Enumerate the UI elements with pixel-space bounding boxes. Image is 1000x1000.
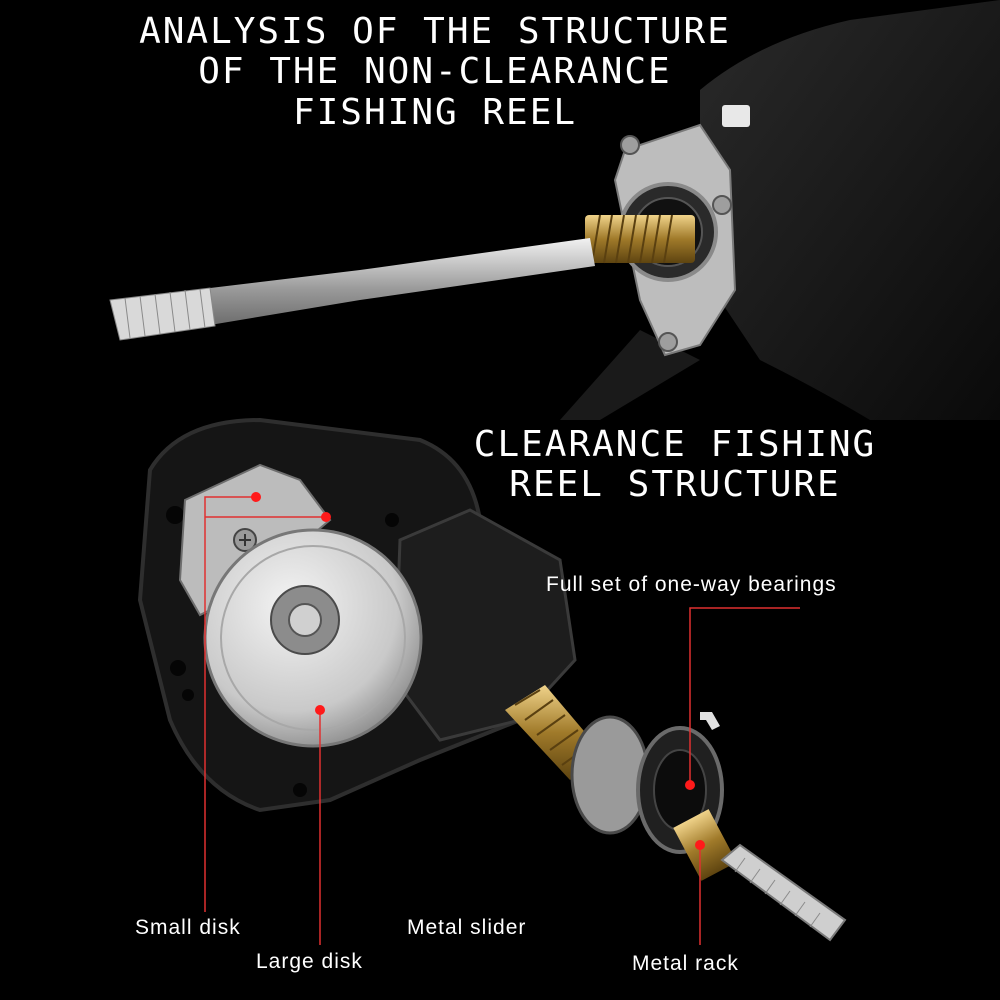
flange-screw-icon [620, 135, 640, 155]
flange-screw-icon [712, 195, 732, 215]
callout-one-way-bearings: Full set of one-way bearings [546, 573, 837, 596]
top-heading-line: ANALYSIS OF THE STRUCTURE [139, 11, 731, 52]
side-plate-holes [166, 506, 399, 797]
marker-small-disk [251, 492, 261, 502]
callout-metal-slider: Metal slider [407, 916, 527, 939]
marker-metal-slider [321, 512, 331, 522]
top-reel-photo [109, 0, 1000, 420]
callout-small-disk: Small disk [135, 916, 241, 939]
callout-metal-rack: Metal rack [632, 952, 739, 975]
rack-knurl-lines [734, 857, 821, 928]
top-heading-line: OF THE NON-CLEARANCE [198, 51, 672, 93]
top-shaft-knurl [109, 287, 216, 341]
top-brass-thread [585, 215, 695, 263]
top-heading-line: FISHING REEL [292, 91, 578, 133]
leader-small-disk [204, 496, 256, 912]
top-thread-lines [591, 214, 673, 264]
top-knurl-lines [124, 288, 206, 339]
top-shaft [110, 238, 595, 340]
flange-screw-icon [658, 332, 678, 352]
marker-dots [251, 492, 705, 850]
marker-large-disk [315, 705, 325, 715]
leader-one-way-bearings [689, 607, 800, 785]
slider-screw-slot [239, 534, 251, 546]
metal-rack-part [720, 843, 847, 942]
marker-metal-rack [695, 840, 705, 850]
top-heading: ANALYSIS OF THE STRUCTURE OF THE NON-CLE… [95, 11, 775, 133]
bearing-clip [700, 712, 720, 730]
middle-heading-line: REEL STRUCTURE [509, 464, 841, 506]
one-way-bearing-outer [570, 715, 650, 835]
leader-lines [204, 496, 800, 945]
middle-heading-line: CLEARANCE FISHING [473, 424, 877, 465]
middle-heading: CLEARANCE FISHING REEL STRUCTURE [445, 424, 905, 506]
callout-large-disk: Large disk [256, 950, 363, 973]
hub-bore [288, 603, 322, 637]
large-disk-ring [220, 545, 406, 731]
top-reel-body [700, 0, 1000, 420]
top-reel-tab [722, 105, 750, 127]
marker-one-way-bearings [685, 780, 695, 790]
